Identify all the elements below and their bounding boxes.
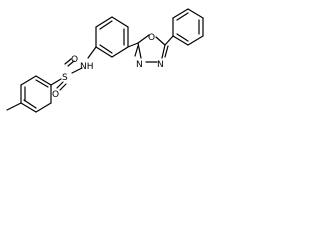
bond	[87, 46, 97, 59]
bond	[176, 33, 189, 42]
bond	[164, 35, 174, 46]
bond	[172, 35, 189, 46]
bond	[187, 35, 204, 46]
bond	[99, 20, 113, 30]
bond	[20, 102, 37, 113]
bond	[35, 79, 49, 88]
oxygen-atom-label: O	[52, 90, 59, 100]
bond	[155, 36, 166, 46]
bond	[64, 58, 72, 65]
bond	[20, 75, 37, 86]
bond	[187, 8, 204, 19]
bond	[71, 67, 83, 74]
ring-nitrogen-label: N	[157, 60, 164, 70]
bond	[50, 78, 62, 86]
bond	[35, 75, 52, 86]
atom-labels: S O O NH O N N	[52, 33, 164, 100]
bond	[23, 99, 37, 109]
bond	[161, 44, 166, 59]
bond	[134, 45, 139, 57]
bond	[127, 42, 139, 48]
oxygen-atom-label: O	[71, 55, 78, 65]
bond	[95, 46, 113, 58]
bond	[111, 16, 129, 28]
sulfur-atom-label: S	[62, 73, 68, 83]
bond	[176, 12, 189, 21]
bond	[137, 34, 150, 44]
bond	[95, 16, 113, 28]
bond	[67, 60, 75, 67]
amine-nh-label: NH	[80, 62, 94, 72]
bond	[35, 102, 52, 113]
bond	[111, 46, 129, 58]
bonds	[6, 8, 204, 113]
bond	[172, 8, 189, 19]
ring-nitrogen-label: N	[136, 60, 143, 70]
bond	[99, 44, 113, 54]
ring-oxygen-label: O	[148, 33, 155, 43]
chemical-structure: S O O NH O N N	[6, 8, 204, 113]
bond	[164, 45, 169, 58]
bond	[59, 83, 67, 91]
bond	[6, 102, 22, 111]
bond	[137, 42, 142, 59]
bond	[56, 81, 64, 89]
